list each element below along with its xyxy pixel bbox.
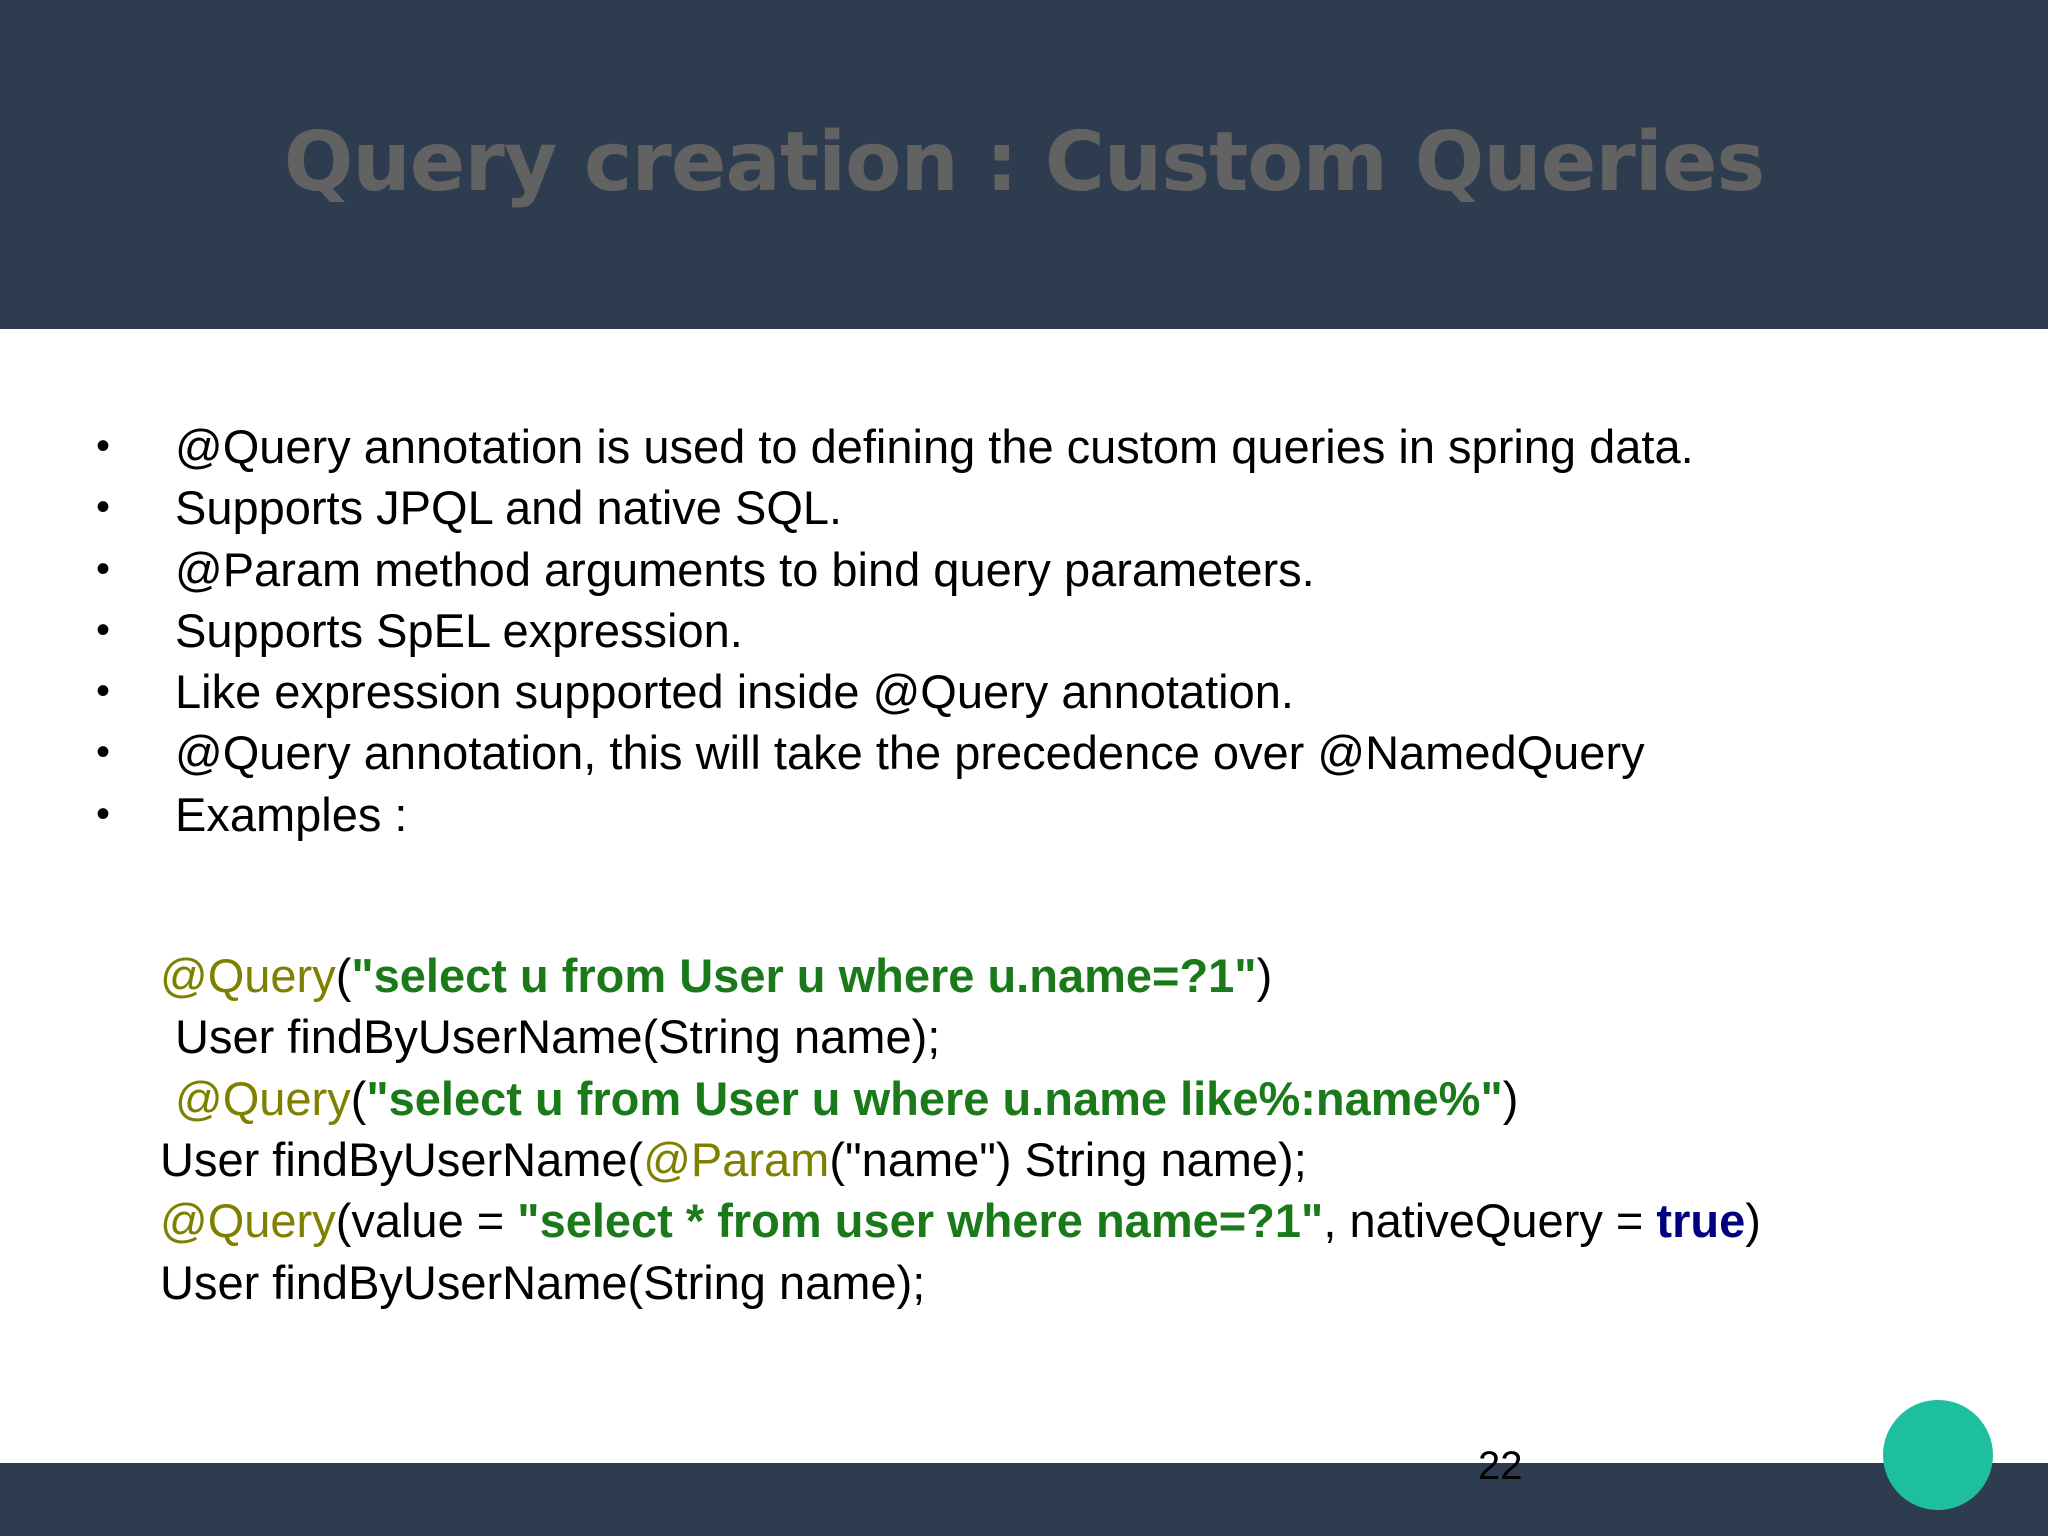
query-string: "select u from User u where u.name like%… bbox=[366, 1071, 1503, 1125]
method-signature-end: ("name") String name); bbox=[829, 1132, 1307, 1186]
method-signature: User findByUserName(String name); bbox=[175, 1010, 941, 1064]
bullet-text: Like expression supported inside @Query … bbox=[175, 665, 1294, 719]
footer-band bbox=[0, 1463, 2048, 1536]
code-line-query-2: @Query("select u from User u where u.nam… bbox=[175, 1068, 1518, 1129]
method-signature: User findByUserName(String name); bbox=[160, 1255, 926, 1309]
code-text: (value = bbox=[335, 1194, 518, 1248]
bullet-text: Supports SpEL expression. bbox=[175, 603, 743, 657]
bullet-marker: • bbox=[96, 607, 111, 652]
query-string: "select * from user where name=?1" bbox=[517, 1194, 1324, 1248]
bullet-marker: • bbox=[96, 485, 111, 530]
bullet-text: Examples : bbox=[175, 787, 408, 841]
header-band bbox=[0, 0, 2048, 329]
slide-title: Query creation : Custom Queries bbox=[283, 115, 1766, 210]
code-paren: ) bbox=[1256, 949, 1273, 1002]
query-annotation: @Query bbox=[160, 949, 336, 1002]
code-line-method-1: User findByUserName(String name); bbox=[175, 1006, 940, 1067]
method-signature-start: User findByUserName( bbox=[160, 1132, 644, 1186]
code-line-query-3: @Query(value = "select * from user where… bbox=[160, 1190, 1761, 1251]
query-string: "select u from User u where u.name=?1" bbox=[351, 949, 1257, 1002]
code-text: , nativeQuery = bbox=[1323, 1194, 1657, 1248]
bullet-text: Supports JPQL and native SQL. bbox=[175, 481, 843, 535]
accent-circle bbox=[1883, 1400, 1993, 1510]
bullet-marker: • bbox=[96, 424, 111, 468]
code-paren: ) bbox=[1502, 1071, 1519, 1125]
query-annotation: @Query bbox=[175, 1071, 351, 1125]
code-paren: ) bbox=[1745, 1194, 1761, 1248]
bullet-text: @Query annotation, this will take the pr… bbox=[175, 726, 1645, 780]
bullet-marker: • bbox=[96, 730, 111, 775]
page-number: 22 bbox=[1478, 1444, 1523, 1488]
bullet-text: @Param method arguments to bind query pa… bbox=[175, 542, 1315, 596]
code-line-method-2: User findByUserName(@Param("name") Strin… bbox=[160, 1129, 1307, 1190]
code-paren: ( bbox=[350, 1071, 367, 1125]
code-paren: ( bbox=[335, 949, 352, 1002]
code-line-method-3: User findByUserName(String name); bbox=[160, 1252, 925, 1313]
query-annotation: @Query bbox=[160, 1194, 336, 1248]
bullet-text: @Query annotation is used to defining th… bbox=[175, 420, 1694, 473]
code-line-query-1: @Query("select u from User u where u.nam… bbox=[160, 945, 1272, 1006]
bullet-marker: • bbox=[96, 791, 111, 836]
param-annotation: @Param bbox=[643, 1132, 830, 1186]
bullet-marker: • bbox=[96, 546, 111, 591]
keyword-true: true bbox=[1656, 1194, 1746, 1248]
bullet-marker: • bbox=[96, 669, 111, 714]
